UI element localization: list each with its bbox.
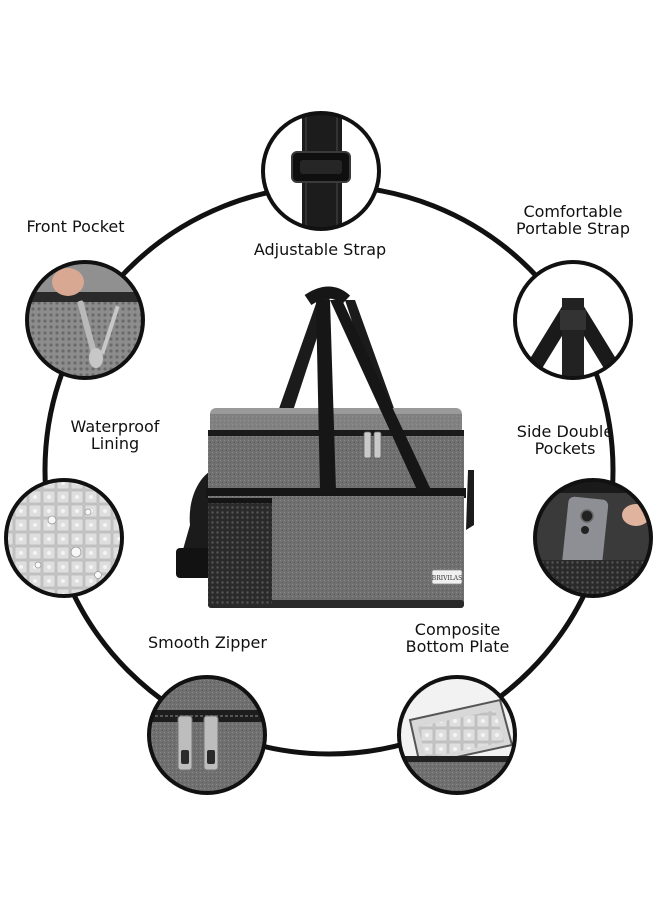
smooth-zipper-label: Smooth Zipper	[148, 633, 267, 652]
side-pockets-label: Side Double Pockets	[516, 422, 614, 458]
adjustable-strap-detail-image	[261, 111, 381, 231]
bottom-plate-label: Composite Bottom Plate	[405, 620, 510, 656]
side-pockets-detail-image	[533, 478, 653, 598]
comfortable-strap-detail-image	[513, 260, 633, 380]
adjustable-strap-label: Adjustable Strap	[253, 240, 387, 259]
smooth-zipper-detail-image	[147, 675, 267, 795]
lunch-bag-product-image: BRIVILAS	[176, 286, 474, 608]
comfortable-strap-label: Comfortable Portable Strap	[515, 202, 631, 238]
waterproof-lining-label: Waterproof Lining	[70, 417, 160, 453]
bottom-plate-detail-image	[397, 675, 517, 795]
front-pocket-label: Front Pocket	[26, 217, 125, 236]
brand-tag: BRIVILAS	[432, 575, 462, 582]
waterproof-lining-detail-image	[4, 478, 124, 598]
front-pocket-detail-image	[25, 260, 145, 380]
